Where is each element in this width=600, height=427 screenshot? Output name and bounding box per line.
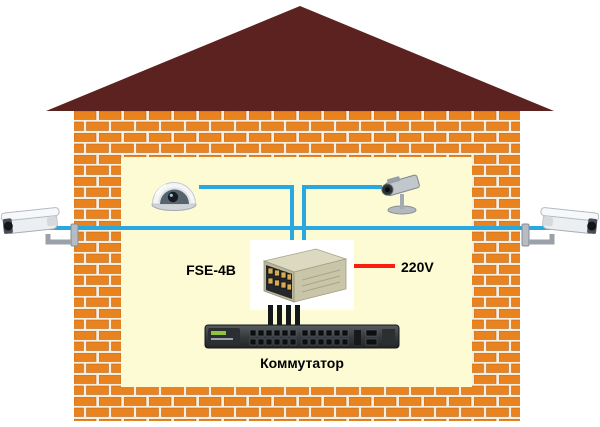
patch-cords-icon [268, 305, 300, 326]
utp-cable-main [30, 226, 572, 230]
utp-cable-boxcam-vertical [302, 185, 306, 251]
poe-switch-label: FSE-4B [186, 262, 236, 278]
roof-shape [46, 6, 554, 111]
patch-cord [286, 305, 291, 326]
power-label: 220V [401, 259, 434, 275]
outdoor-camera-right-icon [521, 197, 600, 258]
utp-cable-dome-vertical [290, 185, 294, 251]
patch-cord [277, 305, 282, 326]
patch-cord [295, 305, 300, 326]
utp-cable-dome-horizontal [199, 185, 294, 189]
network-switch-icon [204, 322, 400, 357]
poe-switch-icon [250, 240, 354, 315]
utp-cable-boxcam-horizontal [302, 185, 382, 189]
dome-camera-icon [146, 162, 203, 217]
box-camera-icon [379, 165, 427, 220]
patch-cord [268, 305, 273, 326]
network-switch-label: Коммутатор [260, 355, 344, 371]
outdoor-camera-left-icon [0, 197, 79, 258]
power-line [353, 264, 395, 268]
